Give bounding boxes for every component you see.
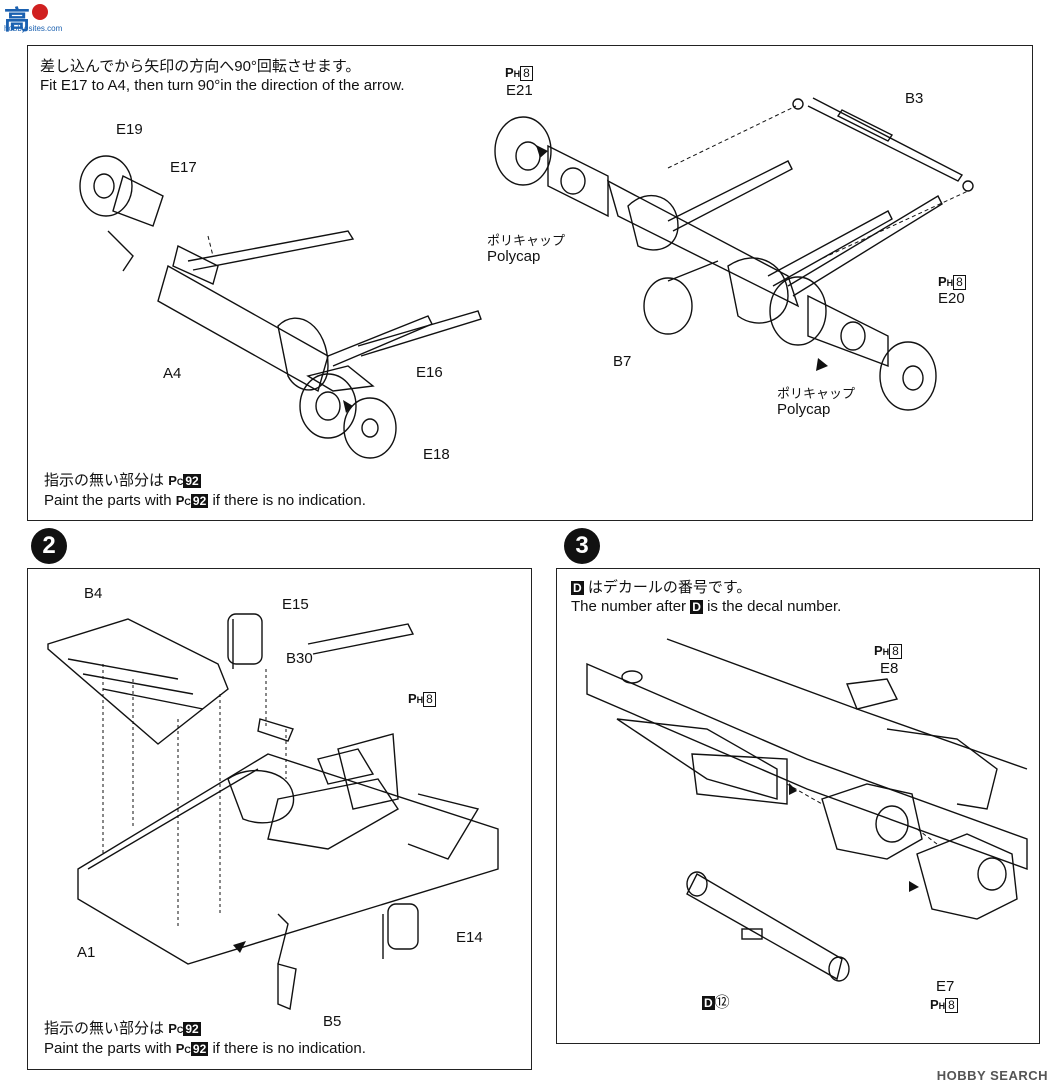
site-logo: 高 hobby-sites.com — [2, 0, 74, 35]
label-E7: E7 — [936, 978, 955, 995]
label-E15: E15 — [282, 596, 309, 613]
label-B3: B3 — [905, 90, 924, 107]
polycap-jp-2: ポリキャップ — [777, 386, 856, 401]
polycap-en-1: Polycap — [487, 248, 541, 265]
label-E20: E20 — [938, 290, 965, 307]
label-E14: E14 — [456, 929, 483, 946]
step3-instruction-en: The number after D is the decal number. — [571, 598, 842, 615]
step3-diagram — [586, 638, 1028, 982]
polycap-jp-1: ポリキャップ — [487, 233, 566, 248]
step2-diagram — [47, 613, 499, 1010]
hobby-search-watermark: HOBBY SEARCH — [936, 1068, 1048, 1083]
label-E16: E16 — [416, 364, 443, 381]
label-A4: A4 — [163, 365, 182, 382]
step1-panel: 差し込んでから矢印の方向へ90°回転させます。 Fit E17 to A4, t… — [27, 45, 1033, 521]
step3-number: 3 — [564, 528, 600, 564]
step1-instruction-jp: 差し込んでから矢印の方向へ90°回転させます。 — [40, 58, 361, 75]
step3-instruction-jp: D はデカールの番号です。 — [571, 579, 752, 596]
label-A1: A1 — [77, 944, 96, 961]
polycap-en-2: Polycap — [777, 401, 831, 418]
label-E17: E17 — [170, 159, 197, 176]
step1-instruction-en: Fit E17 to A4, then turn 90°in the direc… — [40, 77, 405, 94]
site-logo-text: 高 — [4, 5, 31, 35]
label-E21: E21 — [506, 82, 533, 99]
label-E18: E18 — [423, 446, 450, 463]
step2-number: 2 — [31, 528, 67, 564]
site-logo-mark — [32, 4, 48, 20]
label-B7: B7 — [613, 353, 632, 370]
label-E8: E8 — [880, 660, 899, 677]
site-logo-subtext: hobby-sites.com — [4, 24, 63, 33]
label-B4: B4 — [84, 585, 103, 602]
step3-panel: D はデカールの番号です。 The number after D is the … — [556, 568, 1040, 1044]
label-B5: B5 — [323, 1013, 342, 1030]
step1-diagram — [79, 97, 974, 459]
label-E19: E19 — [116, 121, 143, 138]
label-B30: B30 — [286, 650, 313, 667]
